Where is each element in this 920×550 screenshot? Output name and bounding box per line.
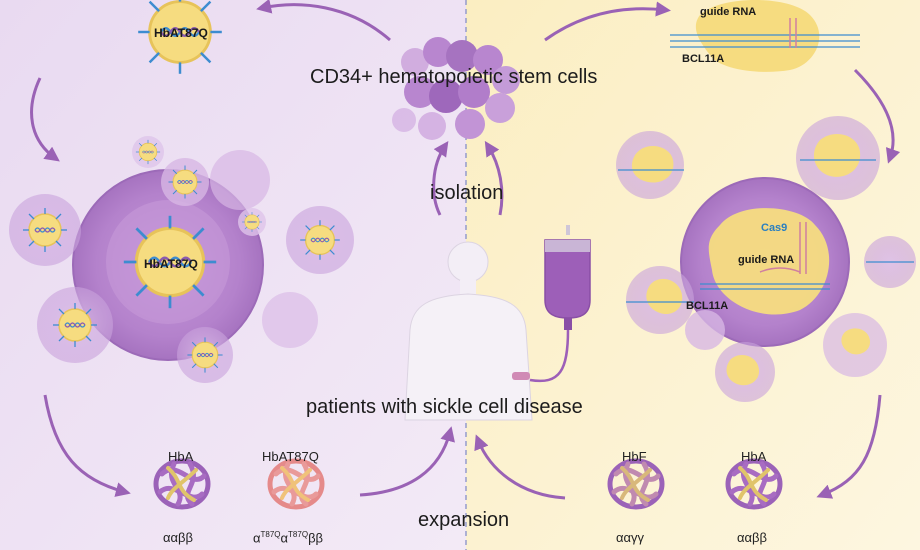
hba-left-label: HbA bbox=[168, 449, 194, 464]
transduced-cell-left bbox=[72, 169, 264, 361]
iv-blood-bag-icon bbox=[512, 225, 591, 383]
surrounding-cells-left bbox=[9, 136, 354, 383]
vector-top-label: HbAT87Q bbox=[154, 26, 208, 40]
hbf-label: HbF bbox=[622, 449, 647, 464]
expansion-label: expansion bbox=[418, 509, 510, 531]
guide-rna-center-label: guide RNA bbox=[738, 254, 795, 266]
hemoglobin-t87q-icon bbox=[267, 458, 325, 510]
bcl11a-center-label: BCL11A bbox=[686, 300, 729, 312]
cd34-label: CD34+ hematopoietic stem cells bbox=[310, 66, 598, 88]
hbat87q-label: HbAT87Q bbox=[262, 449, 319, 464]
guide-rna-top-label: guide RNA bbox=[700, 6, 757, 18]
hbf-chains: ααγγ bbox=[616, 530, 645, 545]
hbat87q-chains: αT87QαT87Qββ bbox=[253, 530, 324, 546]
edited-cell-right bbox=[680, 177, 850, 347]
patients-label: patients with sickle cell disease bbox=[306, 396, 583, 418]
hba-left-chains: ααββ bbox=[163, 530, 193, 545]
hemoglobin-f-icon bbox=[607, 458, 665, 510]
patient-silhouette-icon bbox=[404, 241, 533, 421]
process-arrows bbox=[30, 0, 901, 500]
isolation-label: isolation bbox=[430, 182, 504, 204]
hba-right-chains: ααββ bbox=[737, 530, 767, 545]
stem-cell-cluster-icon bbox=[392, 37, 520, 140]
bcl11a-top-label: BCL11A bbox=[682, 53, 725, 65]
hba-right-label: HbA bbox=[741, 449, 767, 464]
vector-center-label: HbAT87Q bbox=[144, 257, 198, 271]
crispr-cas9-icon bbox=[670, 0, 860, 72]
surrounding-cells-right bbox=[616, 116, 916, 402]
cas9-label: Cas9 bbox=[761, 222, 788, 234]
